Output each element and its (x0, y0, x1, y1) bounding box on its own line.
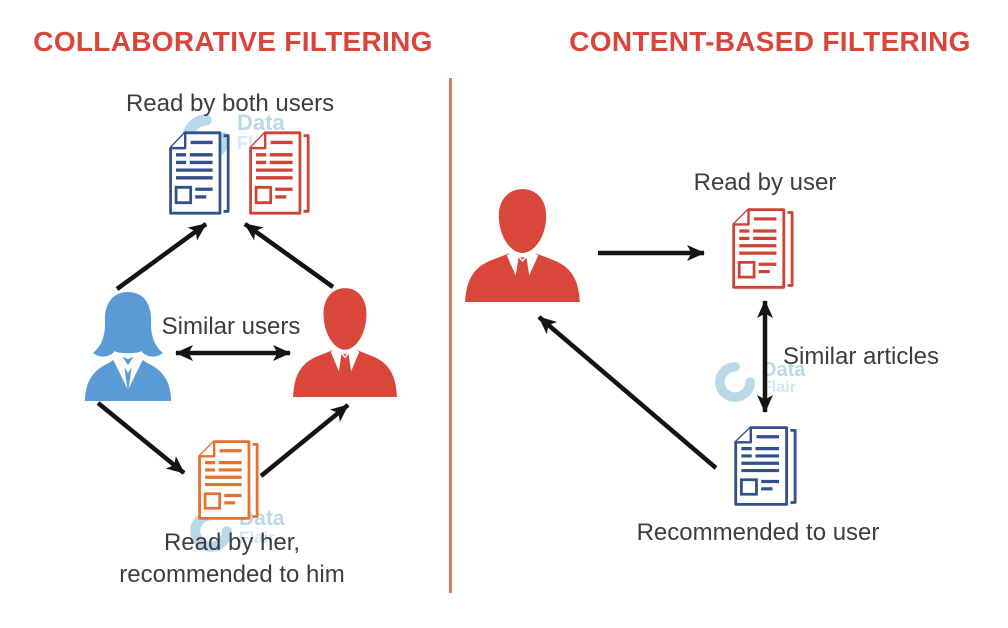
label-read-by-her-line1: Read by her, (163, 529, 301, 556)
left-panel-title: COLLABORATIVE FILTERING (33, 26, 433, 57)
arrow-woman-to-blue-doc (115, 222, 208, 291)
arrow-orange-doc-to-man (259, 403, 350, 478)
dataflair-watermark: Data Flair (188, 508, 285, 554)
divider-line (449, 78, 452, 593)
watermark-text: Flair (762, 379, 796, 397)
watermark-text: Data (239, 507, 285, 530)
businesswoman-icon (82, 289, 174, 401)
arrow-woman-to-orange-doc (96, 401, 186, 475)
user-icon (464, 188, 581, 302)
arrow-recommended-doc-to-user (537, 315, 718, 470)
dataflair-logo-icon (713, 360, 757, 404)
label-read-by-user: Read by user (693, 169, 837, 196)
arrow-man-to-red-doc (243, 222, 335, 289)
label-read-by-both-users: Read by both users (125, 90, 335, 117)
label-recommended-to-user: Recommended to user (636, 519, 880, 546)
businessman-icon (292, 287, 398, 397)
orange-document-icon (195, 438, 259, 522)
recommended-article-document-icon (731, 424, 797, 508)
blue-document-icon (166, 129, 230, 217)
right-panel-title: CONTENT-BASED FILTERING (569, 26, 971, 57)
watermark-text: Flair (239, 528, 275, 548)
watermark-text: Data (237, 110, 285, 135)
label-read-by-her-line2: recommended to him (119, 561, 345, 588)
read-article-document-icon (729, 206, 794, 291)
red-document-icon (246, 129, 310, 217)
label-similar-users: Similar users (161, 313, 301, 340)
label-similar-articles: Similar articles (782, 343, 940, 370)
label-read-by-her-recommended: Read by her, recommended to him (119, 527, 344, 591)
